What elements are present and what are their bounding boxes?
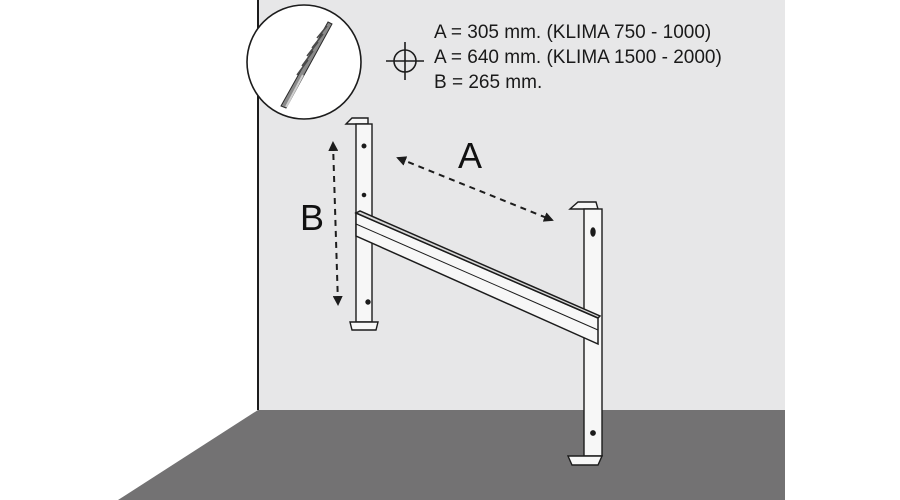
drill-bit-icon	[246, 4, 362, 120]
spec-line: B = 265 mm.	[434, 72, 543, 93]
crosshair-icon	[386, 42, 424, 80]
side-wall	[118, 0, 258, 500]
spec-line: A = 305 mm. (KLIMA 750 - 1000)	[434, 22, 712, 43]
horizontal-rail	[354, 210, 602, 346]
dimension-label-a: A	[458, 135, 483, 176]
floor	[118, 410, 785, 500]
dimension-arrow-a	[396, 156, 554, 222]
dimension-label-b: B	[300, 197, 325, 238]
spec-line: A = 640 mm. (KLIMA 1500 - 2000)	[434, 47, 722, 68]
dimension-arrow-b	[328, 141, 343, 306]
dimension-spec-list: A = 305 mm. (KLIMA 750 - 1000) A = 640 m…	[434, 20, 722, 95]
